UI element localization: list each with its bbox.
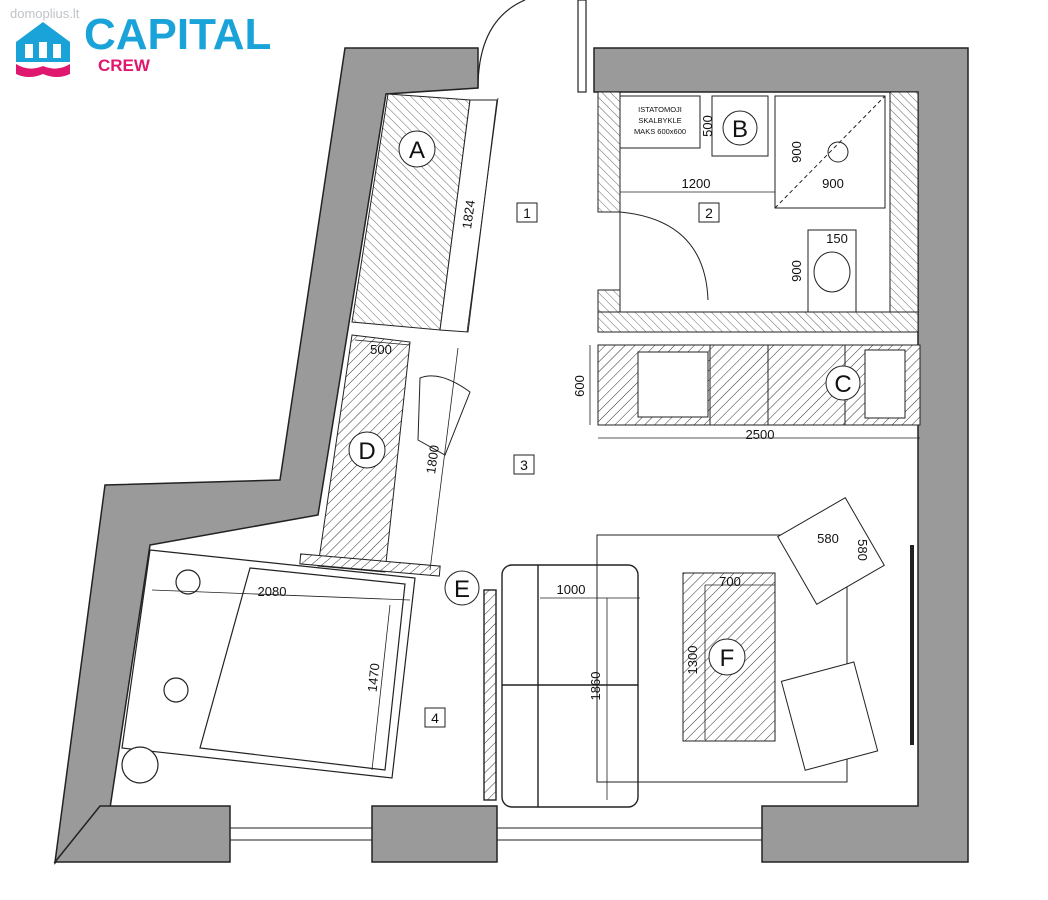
- dimension-lines: [151, 97, 920, 800]
- dim-500-bath: 500: [700, 115, 715, 137]
- dim-150: 150: [826, 231, 848, 246]
- watermark: domoplius.lt: [10, 6, 80, 21]
- dim-1824: 1824: [459, 199, 478, 230]
- svg-text:ISTATOMOJI: ISTATOMOJI: [638, 105, 682, 114]
- house-book-icon: [16, 22, 70, 77]
- bathroom: [597, 91, 919, 333]
- svg-text:MAKS 600x600: MAKS 600x600: [634, 127, 686, 136]
- dim-1470: 1470: [365, 662, 383, 692]
- svg-text:A: A: [409, 137, 425, 164]
- entry-door: [477, 0, 587, 93]
- tag-e: E: [444, 570, 480, 606]
- svg-text:1: 1: [523, 205, 531, 221]
- svg-text:B: B: [732, 116, 748, 143]
- dim-900-shower-w: 900: [822, 176, 844, 191]
- room-label-3: 3: [513, 454, 535, 475]
- bed: [121, 549, 416, 784]
- dim-600: 600: [572, 375, 587, 397]
- svg-text:C: C: [834, 371, 851, 398]
- room-label-4: 4: [424, 707, 446, 728]
- dim-1300: 1300: [685, 646, 700, 675]
- brand-logo[interactable]: CAPITAL CREW: [12, 10, 282, 78]
- dim-2080: 2080: [258, 584, 287, 599]
- brand-subtitle: CREW: [98, 56, 150, 75]
- svg-text:4: 4: [431, 710, 439, 726]
- dim-1860: 1860: [588, 672, 603, 701]
- svg-text:D: D: [358, 438, 375, 465]
- dim-580-b: 580: [855, 539, 870, 561]
- dim-2500: 2500: [746, 427, 775, 442]
- dim-1000: 1000: [557, 582, 586, 597]
- furniture-tags: A B C D E F: [348, 110, 861, 676]
- dimension-labels: 1824 500 1800 1200 500 900 900 150 900 6…: [258, 115, 870, 700]
- dim-700: 700: [719, 574, 741, 589]
- wardrobe-a: [351, 93, 498, 333]
- tag-d: D: [348, 431, 386, 469]
- sofa: [483, 564, 639, 808]
- dim-500-desk: 500: [370, 342, 392, 357]
- dim-580-a: 580: [817, 531, 839, 546]
- kitchen-counter: [597, 344, 921, 426]
- brand-title: CAPITAL: [84, 10, 272, 59]
- room-labels: 1 2 3 4: [424, 202, 720, 728]
- tag-c: C: [825, 365, 861, 401]
- dim-1200: 1200: [682, 176, 711, 191]
- room-label-2: 2: [698, 202, 720, 223]
- svg-text:3: 3: [520, 457, 528, 473]
- dim-900-wc: 900: [789, 260, 804, 282]
- svg-text:E: E: [454, 576, 470, 603]
- dim-1800: 1800: [423, 444, 442, 475]
- room-label-1: 1: [516, 202, 538, 223]
- tag-a: A: [398, 130, 436, 168]
- svg-text:SKALBYKLE: SKALBYKLE: [638, 116, 681, 125]
- svg-text:2: 2: [705, 205, 713, 221]
- walls: [53, 47, 969, 865]
- washer-note: ISTATOMOJI SKALBYKLE MAKS 600x600: [634, 105, 686, 136]
- tag-b: B: [722, 110, 758, 146]
- tag-f: F: [708, 638, 746, 676]
- windows: [230, 827, 762, 841]
- svg-text:F: F: [720, 645, 735, 672]
- dim-900-shower-h: 900: [789, 141, 804, 163]
